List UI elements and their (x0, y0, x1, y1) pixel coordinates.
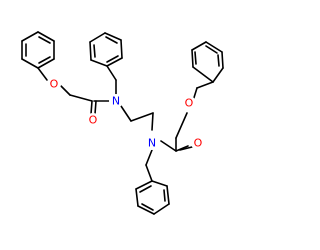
bond (90, 59, 108, 67)
bond (175, 145, 189, 152)
bond (196, 81, 214, 89)
bond (21, 31, 39, 42)
bond (145, 149, 153, 166)
amide-nitrogen-left-label: N (112, 95, 120, 108)
bond (212, 67, 224, 83)
bond (145, 164, 153, 182)
bond (205, 41, 223, 53)
left-phenoxy-ring (21, 31, 55, 69)
bond (37, 67, 48, 81)
left-benzyl-ring (89, 32, 123, 67)
bond (37, 31, 55, 42)
atom-background (182, 96, 196, 110)
aromatic-bond (38, 56, 51, 64)
bond (60, 85, 71, 96)
amide-nitrogen-right-label: N (148, 137, 156, 150)
bond (89, 32, 106, 43)
ether-oxygen-left-label: O (50, 78, 59, 91)
ether-oxygen-right-label: O (185, 97, 194, 110)
bond (137, 205, 155, 215)
aromatic-bond (106, 55, 119, 63)
carbonyl-bond (94, 100, 97, 115)
aromatic-bond (105, 36, 118, 44)
right-phenoxy-ring (191, 41, 224, 89)
bond (69, 94, 93, 102)
atom-background (47, 77, 61, 91)
atom-background (86, 113, 100, 127)
bond (191, 41, 207, 51)
bond (151, 112, 154, 131)
bond (106, 57, 123, 67)
aromatic-bond (38, 36, 51, 44)
carbonyl-bond (90, 100, 93, 115)
bond (191, 49, 194, 68)
bond (221, 51, 224, 69)
bond (120, 105, 132, 122)
aromatic-bond (194, 51, 197, 65)
bond (166, 185, 170, 205)
bond (135, 188, 139, 207)
atom-background (109, 94, 123, 108)
bond (192, 66, 214, 83)
aromatic-bond (93, 44, 96, 58)
aromatic-bond (163, 189, 166, 202)
bond (120, 39, 123, 59)
aromatic-bond (205, 45, 218, 54)
bond (106, 65, 117, 81)
bond (21, 58, 39, 69)
molecule-structure-diagram: O O N N O O (21, 31, 224, 215)
bond (130, 112, 154, 122)
atom-background (191, 136, 205, 150)
atom-background (145, 136, 159, 150)
bond (160, 140, 177, 152)
bond (135, 180, 153, 190)
right-benzyl-ring (135, 180, 170, 215)
molecule-svg: O O N N O O (21, 31, 224, 215)
atom-labels: O O N N O O (47, 77, 205, 150)
aromatic-bond (139, 185, 152, 193)
bond (89, 41, 92, 61)
bond (104, 32, 122, 41)
bond (37, 58, 55, 69)
bond (151, 180, 168, 187)
bond (153, 203, 170, 215)
carbonyl-oxygen-right-label: O (194, 137, 203, 150)
aromatic-bond (217, 54, 220, 67)
aromatic-bond (141, 203, 154, 211)
carbonyl-bond (179, 146, 193, 151)
bond (175, 112, 188, 139)
carbonyl-oxygen-left-label: O (89, 114, 98, 127)
